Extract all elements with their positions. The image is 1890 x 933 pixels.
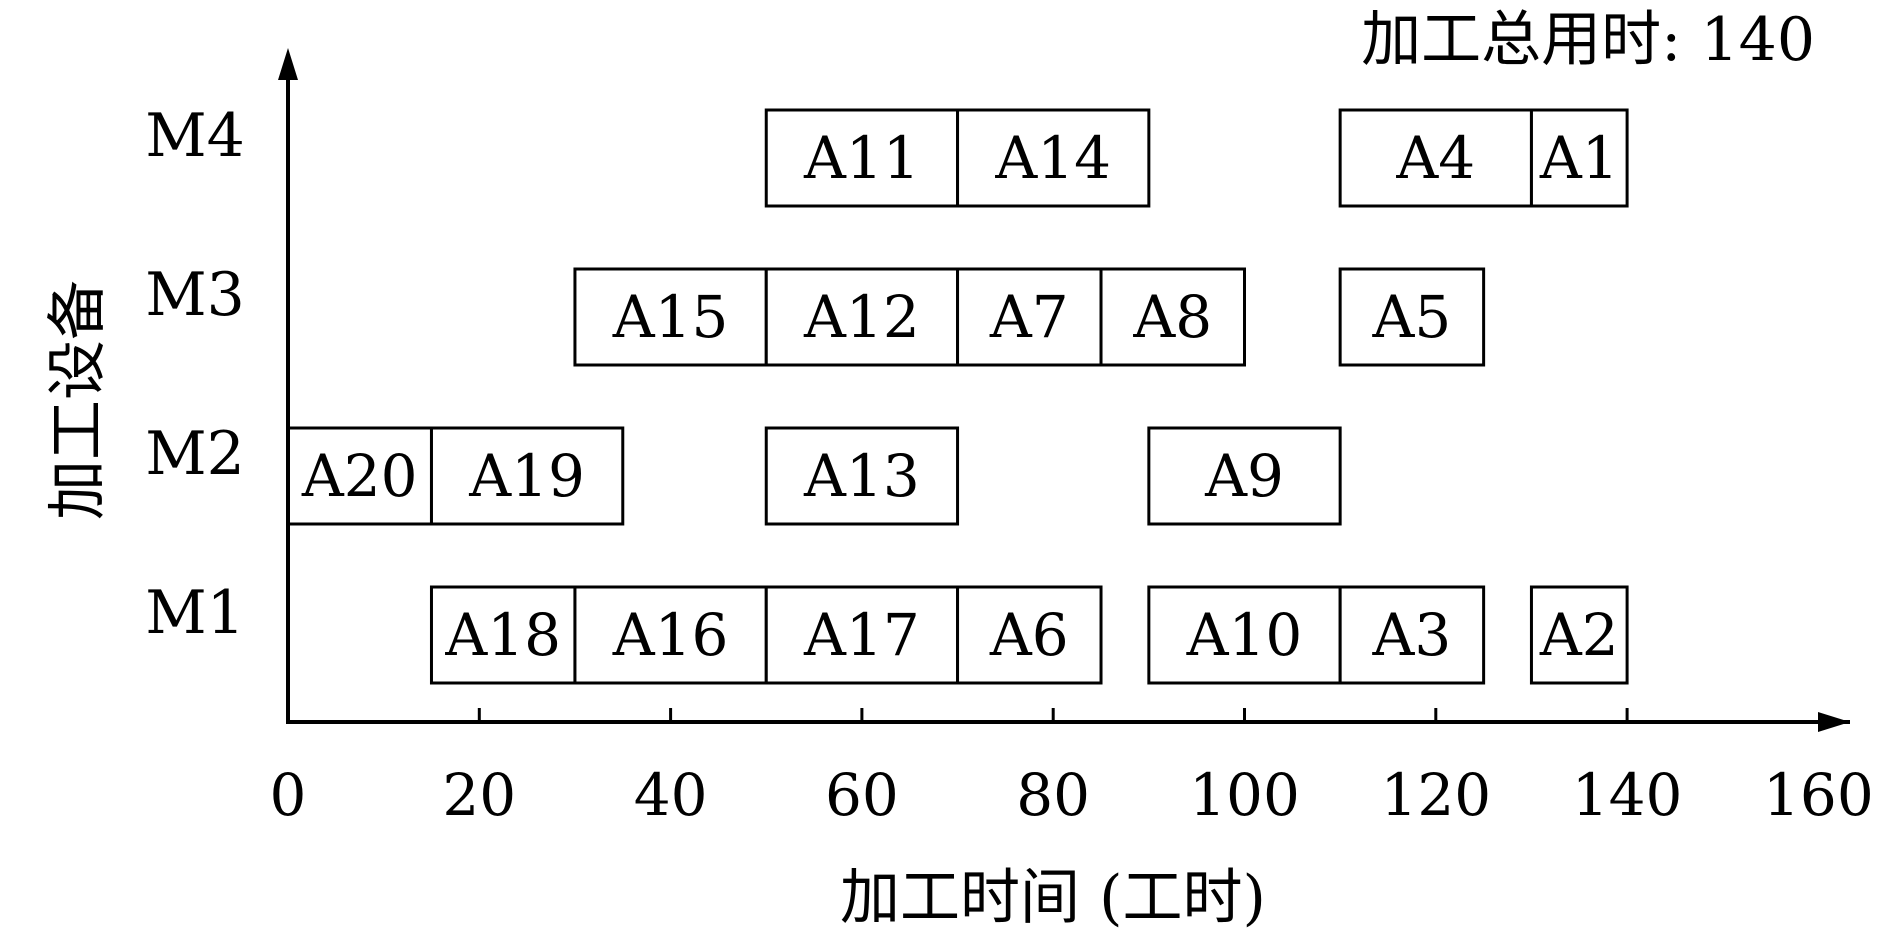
machine-label-m4: M4: [145, 101, 245, 171]
x-tick-label: 160: [1763, 761, 1874, 829]
task-block-a19: A19: [429, 426, 625, 526]
task-bar: [1529, 585, 1629, 685]
task-bar: [1529, 108, 1629, 208]
task-block-a5: A5: [1338, 267, 1486, 367]
task-bar: [1147, 426, 1342, 526]
task-bar: [1338, 108, 1533, 208]
task-block-a11: A11: [764, 108, 960, 208]
task-bar: [1338, 267, 1486, 367]
y-axis-title: 加工设备: [43, 280, 113, 520]
task-block-a4: A4: [1338, 108, 1533, 208]
task-block-a1: A1: [1529, 108, 1629, 208]
task-label: A4: [1395, 124, 1475, 192]
task-block-a18: A18: [429, 585, 577, 685]
task-label: A20: [301, 442, 418, 510]
task-block-a13: A13: [764, 426, 960, 526]
task-block-a14: A14: [956, 108, 1151, 208]
y-axis-machine-labels: M1 M2 M3 M4: [145, 101, 245, 648]
task-label: A18: [444, 601, 561, 669]
task-bar: [1338, 585, 1486, 685]
x-tick-label: 80: [1016, 761, 1090, 829]
task-label: A10: [1186, 601, 1303, 669]
x-tick-label: 40: [634, 761, 708, 829]
task-label: A3: [1371, 601, 1451, 669]
x-axis-title: 加工时间 (工时): [840, 863, 1266, 933]
task-label: A12: [803, 283, 920, 351]
task-block-a6: A6: [956, 585, 1103, 685]
x-tick-label: 20: [442, 761, 516, 829]
task-bar: [956, 108, 1151, 208]
x-tick-label: 60: [825, 761, 899, 829]
task-bar: [956, 585, 1103, 685]
task-bar: [573, 585, 768, 685]
x-axis-ticks: 0 20 40 60 80 100 120 140 160: [270, 708, 1874, 829]
task-bar: [429, 585, 577, 685]
x-tick-label: 0: [270, 761, 307, 829]
task-block-a8: A8: [1099, 267, 1247, 367]
task-bar: [1147, 585, 1342, 685]
task-block-a10: A10: [1147, 585, 1342, 685]
task-label: A11: [803, 124, 920, 192]
task-block-a20: A20: [286, 426, 433, 526]
task-label: A5: [1371, 283, 1451, 351]
task-label: A15: [612, 283, 729, 351]
task-bar: [764, 108, 960, 208]
task-label: A14: [994, 124, 1111, 192]
task-bar: [764, 585, 960, 685]
machine-label-m3: M3: [145, 260, 245, 330]
task-blocks: A18 A16 A17 A6 A10 A3 A2 A20 A19 A13 A9 A15 A12 A7 A8 A…: [286, 108, 1629, 685]
task-block-a7: A7: [956, 267, 1103, 367]
task-bar: [1099, 267, 1247, 367]
total-time-annotation: 加工总用时: 140: [1361, 5, 1815, 75]
x-axis-arrow: [1818, 712, 1850, 732]
task-block-a3: A3: [1338, 585, 1486, 685]
task-block-a16: A16: [573, 585, 768, 685]
x-tick-label: 100: [1189, 761, 1300, 829]
task-bar: [956, 267, 1103, 367]
task-block-a12: A12: [764, 267, 960, 367]
task-block-a15: A15: [573, 267, 768, 367]
machine-label-m2: M2: [145, 419, 245, 489]
task-block-a2: A2: [1529, 585, 1629, 685]
task-label: A16: [612, 601, 729, 669]
task-label: A8: [1132, 283, 1212, 351]
task-block-a9: A9: [1147, 426, 1342, 526]
task-label: A13: [803, 442, 920, 510]
x-tick-label: 140: [1572, 761, 1683, 829]
x-tick-label: 120: [1380, 761, 1491, 829]
task-bar: [429, 426, 625, 526]
task-label: A7: [989, 283, 1069, 351]
task-label: A9: [1204, 442, 1284, 510]
task-bar: [573, 267, 768, 367]
y-axis-arrow: [278, 48, 298, 80]
task-bar: [764, 267, 960, 367]
task-label: A1: [1539, 124, 1619, 192]
task-label: A2: [1539, 601, 1619, 669]
task-bar: [764, 426, 960, 526]
task-block-a17: A17: [764, 585, 960, 685]
task-label: A6: [989, 601, 1069, 669]
machine-label-m1: M1: [145, 578, 245, 648]
task-label: A17: [803, 601, 920, 669]
task-label: A19: [468, 442, 585, 510]
